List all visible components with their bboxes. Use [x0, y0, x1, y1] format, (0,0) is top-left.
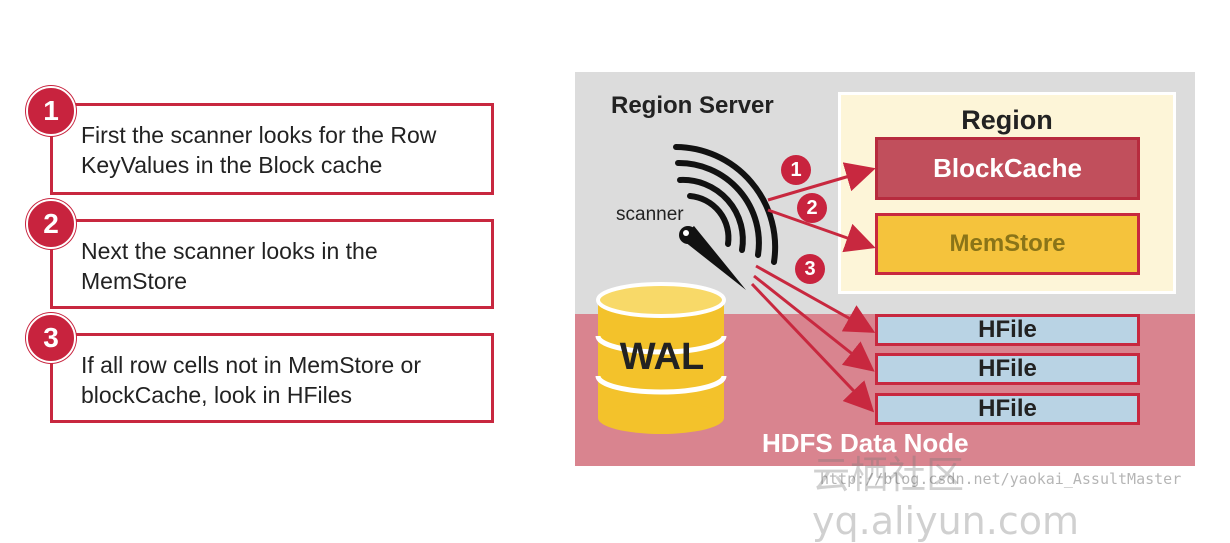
arrow-to-blockcache	[767, 162, 876, 202]
hfile-box-3: HFile	[875, 393, 1140, 425]
arrow-badge-1: 1	[781, 155, 811, 185]
wal-database-icon	[595, 282, 727, 434]
region-title: Region	[961, 105, 1053, 135]
arrow-to-hfile-2	[753, 274, 875, 372]
watermark-url: http://blog.csdn.net/yaokai_AssultMaster	[820, 470, 1182, 488]
step-3-box: If all row cells not in MemStore or bloc…	[50, 333, 494, 423]
step-1-badge: 1	[26, 86, 76, 136]
hfile-box-1: HFile	[875, 314, 1140, 346]
arrow-badge-2: 2	[797, 193, 827, 223]
hfile-box-2: HFile	[875, 353, 1140, 385]
arrow-to-memstore	[767, 208, 876, 253]
scanner-label: scanner	[616, 204, 684, 225]
step-2-badge: 2	[26, 199, 76, 249]
step-2-box: Next the scanner looks in the MemStore	[50, 219, 494, 309]
diagram-graphics	[595, 144, 876, 434]
step-1-box: First the scanner looks for the Row KeyV…	[50, 103, 494, 195]
step-1-text: First the scanner looks for the Row KeyV…	[81, 122, 437, 178]
step-2-text: Next the scanner looks in the MemStore	[81, 238, 378, 294]
hdfs-data-node-label: HDFS Data Node	[762, 428, 969, 458]
arrow-to-hfile-3	[750, 282, 875, 413]
scanner-probe-icon	[679, 226, 746, 290]
region-server-title: Region Server	[611, 92, 774, 119]
step-3-badge: 3	[26, 313, 76, 363]
watermark: 云栖社区 yq.aliyun.com	[812, 453, 1079, 543]
arrow-badge-3: 3	[795, 254, 825, 284]
scanner-icon	[673, 144, 779, 265]
scan-arrows	[750, 162, 876, 413]
step-3-text: If all row cells not in MemStore or bloc…	[81, 352, 422, 408]
arrow-to-hfile-1	[755, 264, 876, 333]
blockcache-box: BlockCache	[875, 137, 1140, 200]
memstore-box: MemStore	[875, 213, 1140, 275]
wal-label: WAL	[619, 336, 705, 378]
